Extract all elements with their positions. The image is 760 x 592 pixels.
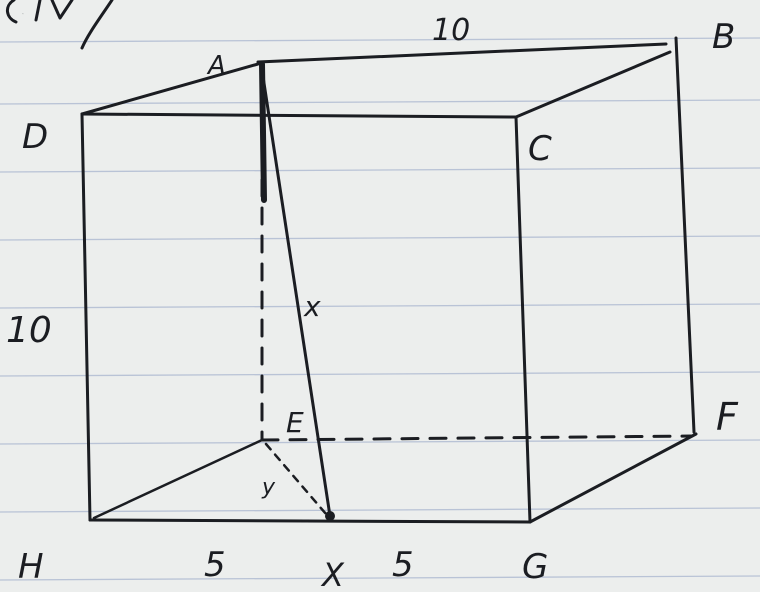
edge-bf bbox=[674, 36, 696, 434]
edge-cb bbox=[514, 50, 672, 119]
ruled-lines bbox=[0, 37, 760, 581]
label-bottom-right-5: 5 bbox=[392, 545, 414, 585]
label-a: A bbox=[206, 51, 226, 81]
midpoint-dot bbox=[325, 511, 335, 521]
edge-da bbox=[80, 62, 260, 116]
edge-cg bbox=[514, 115, 532, 524]
label-midpoint-x: X bbox=[320, 556, 345, 592]
label-h: H bbox=[18, 547, 44, 587]
edge-dh bbox=[80, 112, 92, 522]
label-d: D bbox=[22, 117, 48, 157]
diagonal-x bbox=[260, 68, 332, 518]
label-b: B bbox=[712, 17, 735, 57]
label-y: y bbox=[261, 475, 276, 500]
label-bottom-left-5: 5 bbox=[204, 545, 226, 585]
corner-scribble-text: (IV) bbox=[22, 13, 24, 15]
hidden-edges bbox=[259, 61, 694, 516]
label-g: G bbox=[522, 547, 548, 587]
label-f: F bbox=[716, 395, 739, 439]
segment-he bbox=[92, 438, 264, 520]
label-c: C bbox=[528, 129, 552, 169]
edge-ab bbox=[256, 42, 668, 64]
label-left-10: 10 bbox=[6, 310, 52, 351]
segment-y-dashed bbox=[264, 442, 328, 516]
corner-scribble: (IV) bbox=[6, 0, 114, 50]
construction-lines bbox=[92, 68, 335, 521]
label-e: E bbox=[286, 406, 304, 439]
edge-ef-dashed bbox=[260, 434, 694, 442]
edge-ae-bold bbox=[259, 61, 267, 203]
label-x-diagonal: x bbox=[303, 290, 321, 323]
label-top-10: 10 bbox=[432, 13, 470, 48]
edge-gf bbox=[528, 432, 698, 524]
cube-edges bbox=[80, 36, 698, 524]
labels: A B C D E F G H 10 10 5 5 x y X bbox=[6, 13, 739, 592]
edge-hg bbox=[88, 518, 532, 524]
edge-dc bbox=[80, 112, 518, 119]
